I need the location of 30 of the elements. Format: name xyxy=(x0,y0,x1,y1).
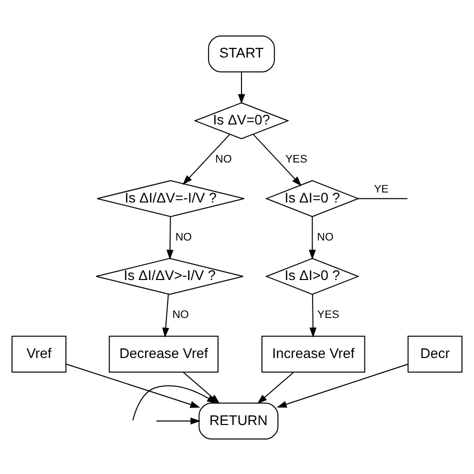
node-box: Vref xyxy=(12,335,66,372)
node-box: Decrease Vref xyxy=(108,335,219,372)
node-box: RETURN xyxy=(198,402,278,439)
arrow xyxy=(276,363,408,408)
arrow xyxy=(309,294,316,338)
node-box: START xyxy=(208,35,275,72)
arrow xyxy=(66,363,200,408)
edge-label: NO xyxy=(172,308,189,321)
edge-label: YES xyxy=(317,308,340,321)
node-diamond: Is ΔV=0? xyxy=(194,102,290,139)
arrow xyxy=(162,293,170,338)
node-diamond: Is ΔI>0 ? xyxy=(265,257,360,294)
edge-label: YES xyxy=(285,152,308,165)
arrow xyxy=(182,133,230,184)
edge-label: YE xyxy=(374,182,389,195)
node-box: Decr xyxy=(408,335,462,372)
node-diamond: Is ΔI/ΔV>-I/V ? xyxy=(96,257,244,294)
edge-label: NO xyxy=(317,230,334,243)
node-diamond: Is ΔI=0 ? xyxy=(265,180,360,217)
arrow xyxy=(156,417,201,424)
node-diamond: Is ΔI/ΔV=-I/V ? xyxy=(96,180,245,217)
connector xyxy=(357,198,408,199)
arrow xyxy=(252,133,302,186)
arrow xyxy=(238,70,245,104)
node-box: Increase Vref xyxy=(261,335,366,372)
arrow xyxy=(257,371,294,404)
arrow xyxy=(166,216,174,260)
edge-label: NO xyxy=(175,230,192,243)
edge-label: NO xyxy=(215,152,232,165)
arrow xyxy=(308,216,316,260)
